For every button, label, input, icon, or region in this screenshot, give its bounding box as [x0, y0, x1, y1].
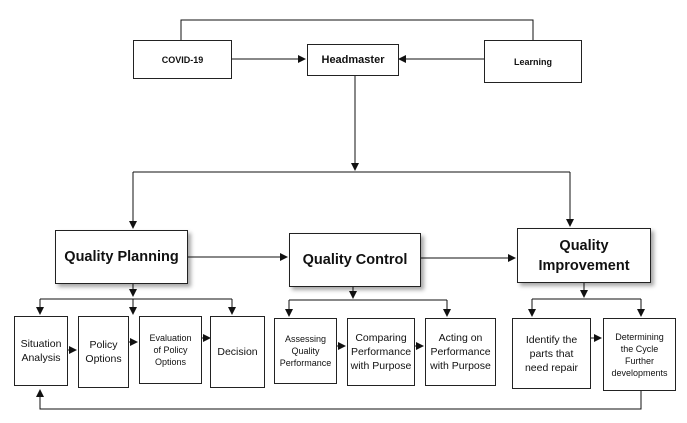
identify-parts-box: Identify the parts that need repair: [512, 318, 591, 389]
identify-line2: parts that: [529, 347, 574, 360]
evaluation-box: Evaluation of Policy Options: [139, 316, 202, 384]
evaluation-line1: Evaluation: [149, 333, 192, 343]
policy-options-box: Policy Options: [78, 316, 129, 388]
identify-line1: Identify the: [525, 333, 578, 346]
acting-box: Acting on Performance with Purpose: [425, 318, 496, 386]
acting-line1: Acting on: [438, 332, 483, 344]
assessing-line3: Performance: [279, 358, 332, 368]
decision-label: Decision: [217, 346, 258, 358]
determining-line1: Determining: [615, 331, 664, 342]
connector-top-loop: [180, 19, 534, 40]
covid-box: COVID-19: [133, 40, 232, 79]
quality-planning-box: Quality Planning: [55, 230, 188, 284]
determining-line4: developments: [611, 367, 668, 378]
quality-planning-label: Quality Planning: [64, 249, 179, 265]
identify-line3: need repair: [524, 361, 579, 374]
comparing-box: Comparing Performance with Purpose: [347, 318, 415, 386]
learning-box: Learning: [484, 40, 582, 83]
assessing-box: Assessing Quality Performance: [274, 318, 337, 384]
determining-line3: Further: [624, 355, 654, 366]
quality-improvement-label-line1: Quality: [559, 237, 609, 254]
comparing-line1: Comparing: [355, 332, 407, 344]
situation-analysis-box: Situation Analysis: [14, 316, 68, 386]
headmaster-box: Headmaster: [307, 44, 399, 76]
quality-improvement-box: Quality Improvement: [517, 228, 651, 283]
determining-box: Determining the Cycle Further developmen…: [603, 318, 676, 391]
assessing-line1: Assessing: [284, 334, 327, 344]
headmaster-label: Headmaster: [321, 54, 385, 66]
arrow-feedback-loop: [36, 389, 642, 410]
quality-improvement-label-line2: Improvement: [538, 257, 630, 274]
evaluation-line3: Options: [154, 357, 187, 367]
situation-analysis-line1: Situation: [20, 338, 62, 350]
learning-label: Learning: [513, 56, 552, 67]
situation-analysis-line2: Analysis: [21, 352, 61, 364]
comparing-line3: with Purpose: [350, 360, 412, 372]
policy-options-line1: Policy: [89, 339, 118, 351]
decision-box: Decision: [210, 316, 265, 388]
acting-line3: with Purpose: [430, 360, 491, 372]
quality-control-label: Quality Control: [302, 252, 408, 268]
comparing-line2: Performance: [350, 346, 412, 358]
quality-control-box: Quality Control: [289, 233, 421, 287]
acting-line2: Performance: [430, 346, 491, 358]
covid-label: COVID-19: [161, 54, 204, 65]
policy-options-line2: Options: [85, 353, 122, 365]
determining-line2: the Cycle: [620, 343, 659, 354]
evaluation-line2: of Policy: [153, 345, 188, 355]
assessing-line2: Quality: [291, 346, 320, 356]
